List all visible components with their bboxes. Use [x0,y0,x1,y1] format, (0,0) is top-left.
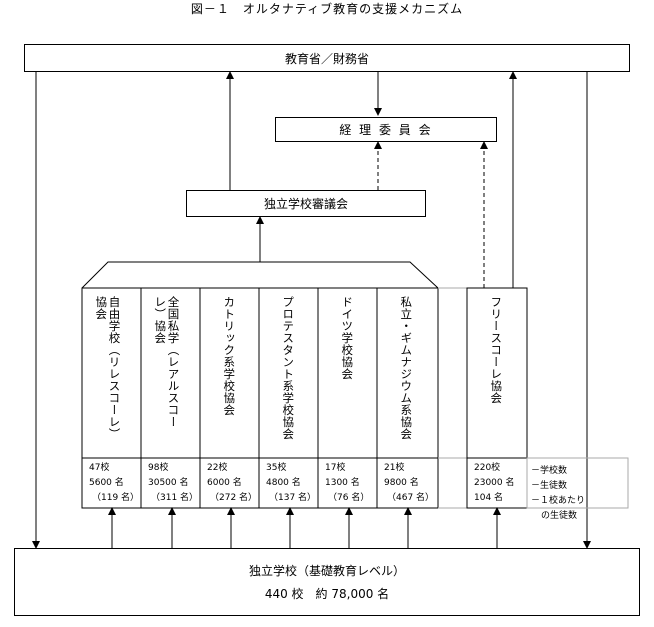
free-school-name: フリースコーレ協会 [489,296,504,404]
assoc-5-schools: 17校 [325,463,346,473]
assoc-name-4: プロテスタント系学校協会 [281,296,296,440]
assoc-2-schools: 98校 [148,463,169,473]
independent-schools-box: 独立学校（基礎教育レベル） 440 校 約 78,000 名 [14,548,640,616]
assoc-name-3: カトリック系学校協会 [222,296,237,416]
assoc-4-students: 4800 名 [266,478,301,488]
assoc-6-students: 9800 名 [384,478,419,488]
legend-per-school: －１校あたり [531,496,586,506]
assoc-3-avg: （272 名） [210,493,258,503]
legend-frame [526,457,629,509]
assoc-3-students: 6000 名 [207,478,242,488]
free-school-students: 23000 名 [474,478,515,488]
legend-per-school-2: の生徒数 [541,511,578,521]
council-box: 独立学校審議会 [186,190,426,217]
base-line1: 独立学校（基礎教育レベル） [248,564,405,578]
ministry-box: 教育省／財務省 [24,44,630,72]
accounting-committee-box: 経 理 委 員 会 [275,117,497,142]
assoc-6-avg: （467 名） [387,493,435,503]
assoc-5-students: 1300 名 [325,478,360,488]
assoc-name-5: ドイツ学校協会 [340,296,355,380]
free-school-schools: 220校 [474,463,501,473]
legend-students: －生徒数 [531,481,568,491]
assoc-2-avg: （311 名） [151,493,199,503]
assoc-4-avg: （137 名） [269,493,317,503]
assoc-name-2: 全国私学（レアルスコー レ）協会 [153,296,181,428]
assoc-name-1: 自由学校（リレスコーレ） 協会 [94,296,122,440]
assoc-1-students: 5600 名 [89,478,124,488]
free-school-avg: 104 名 [474,493,504,503]
assoc-3-schools: 22校 [207,463,228,473]
assoc-5-avg: （76 名） [328,493,370,503]
assoc-4-schools: 35校 [266,463,287,473]
assoc-2-students: 30500 名 [148,478,189,488]
assoc-name-6: 私立・ギムナジウム系協会 [399,296,414,440]
assoc-1-avg: （119 名） [92,493,140,503]
group-frame [81,287,439,509]
assoc-6-schools: 21校 [384,463,405,473]
legend-schools: －学校数 [531,466,568,476]
diagram-title: 図－１ オルタナティブ教育の支援メカニズム [190,2,464,16]
base-line2: 440 校 約 78,000 名 [264,587,390,601]
assoc-1-schools: 47校 [89,463,110,473]
group-roof [81,261,439,289]
